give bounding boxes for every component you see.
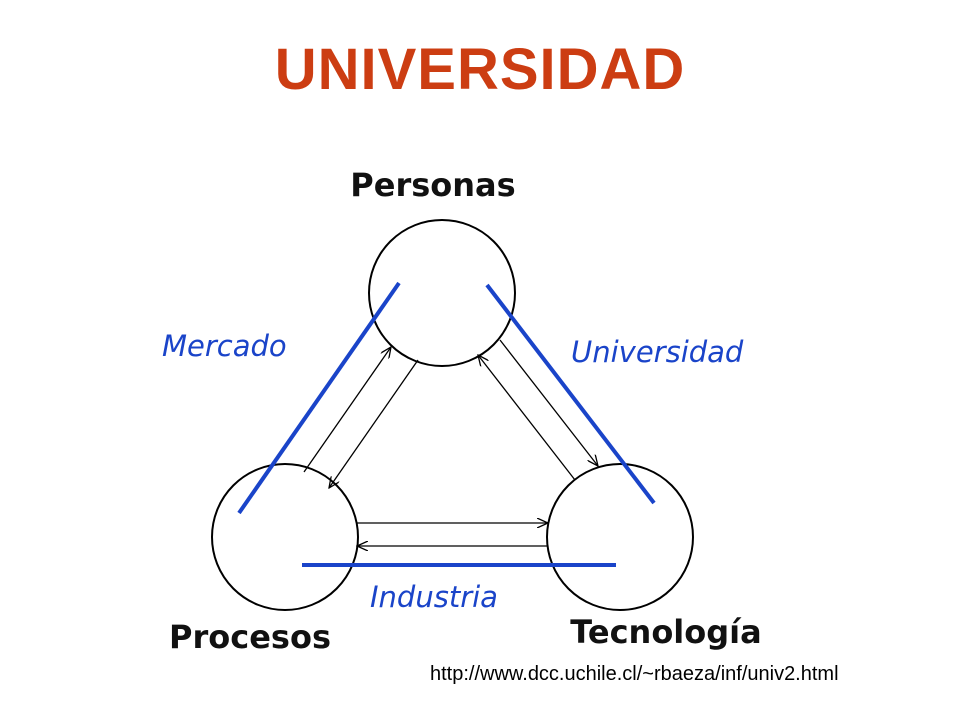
mercado-line <box>237 281 401 515</box>
tecnologia-node <box>546 463 694 611</box>
slide-title: UNIVERSIDAD <box>274 37 686 102</box>
universidad-label: Universidad <box>571 335 744 369</box>
arrow-tecnologia-to-personas <box>478 355 576 481</box>
industria-label: Industria <box>370 580 498 614</box>
arrow-personas-to-tecnologia <box>499 339 598 466</box>
arrow-procesos-to-personas <box>303 347 391 473</box>
personas-label: Personas <box>350 166 515 204</box>
universidad-line <box>485 283 656 505</box>
procesos-node <box>211 463 359 611</box>
tecnologia-label: Tecnología <box>570 613 761 651</box>
mercado-label: Mercado <box>162 329 287 363</box>
source-url: http://www.dcc.uchile.cl/~rbaeza/inf/uni… <box>430 663 839 685</box>
arrow-personas-to-procesos <box>329 359 419 488</box>
personas-node <box>368 219 516 367</box>
procesos-label: Procesos <box>169 618 331 656</box>
